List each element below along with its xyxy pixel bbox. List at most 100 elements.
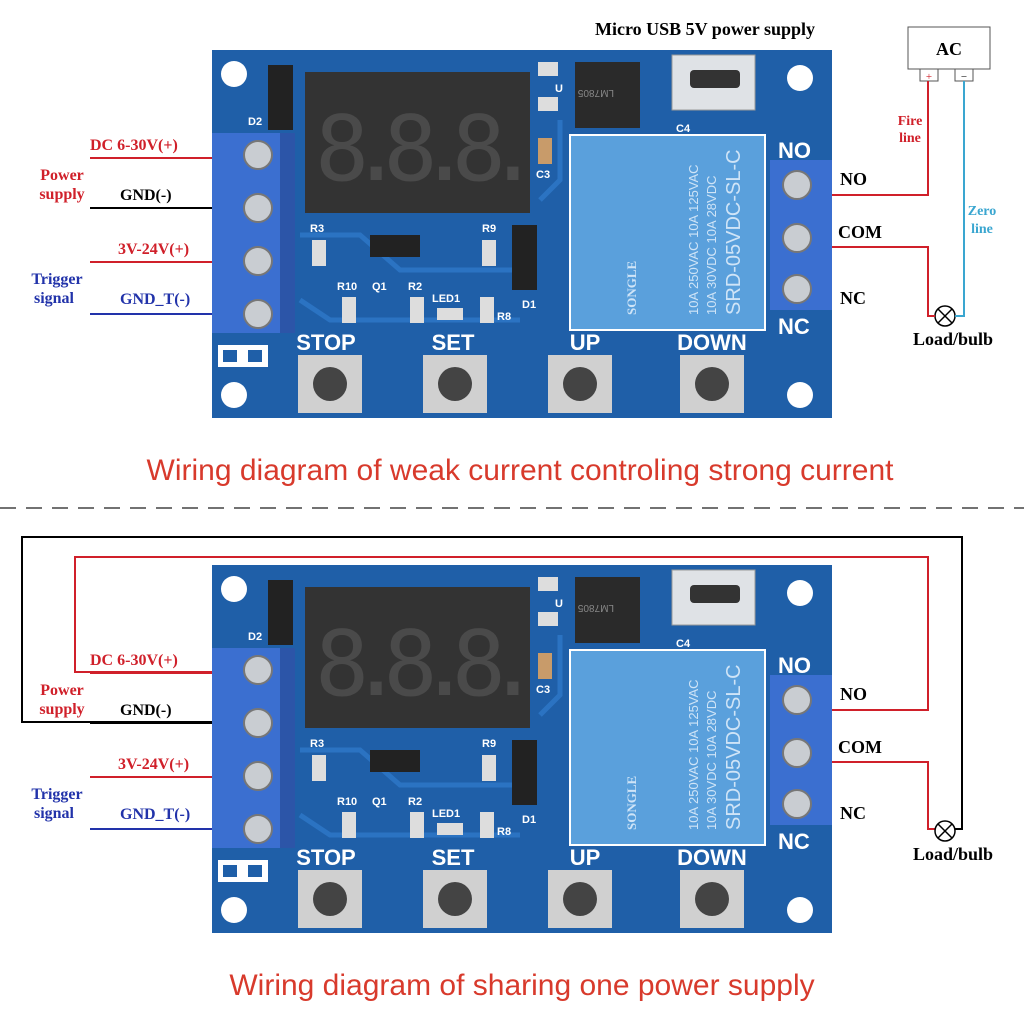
label-u: U [555, 83, 563, 95]
relay [569, 134, 766, 331]
set-button[interactable] [423, 355, 487, 413]
zero-label-1: Zero [968, 204, 997, 219]
nc-label: NC [840, 803, 866, 823]
trigger-signal-label-2: signal [34, 805, 75, 822]
display-digits: 8.8.8. [315, 612, 520, 717]
label-led1: LED1 [432, 293, 460, 305]
label-r8: R8 [497, 311, 511, 323]
trigger-pos-label: 3V-24V(+) [118, 756, 189, 773]
down-button[interactable] [680, 870, 744, 928]
relay-rating-2: 10A 30VDC 10A 28VDC [704, 176, 719, 315]
load-label: Load/bulb [913, 329, 993, 349]
relay-markings: SONGLE 10A 250VAC 10A 125VAC 10A 30VDC 1… [624, 149, 745, 315]
down-button[interactable] [680, 355, 744, 413]
ac-label: AC [936, 39, 962, 59]
ac-wiring-top: Micro USB 5V power supply AC + − Fire li… [595, 19, 997, 317]
relay-rating-1: 10A 250VAC 10A 125VAC [686, 164, 701, 315]
relay-rating-2: 10A 30VDC 10A 28VDC [704, 691, 719, 830]
relay-screws [782, 170, 812, 304]
stop-button[interactable] [298, 870, 362, 928]
seven-segment-display [305, 72, 530, 213]
relay-brand: SONGLE [624, 776, 639, 830]
label-r2: R2 [408, 796, 422, 808]
buttons: STOP SET UP DOWN [296, 845, 747, 928]
label-d2: D2 [248, 631, 262, 643]
set-button[interactable] [423, 870, 487, 928]
label-c3: C3 [536, 684, 550, 696]
label-r3: R3 [310, 223, 324, 235]
silk-nc: NC [778, 314, 810, 339]
com-wire [832, 246, 935, 317]
com-label: COM [838, 222, 882, 242]
relay [569, 649, 766, 846]
diode-d2 [268, 580, 293, 645]
trigger-signal-label-1: Trigger [31, 786, 82, 803]
gnd-label: GND(-) [120, 702, 172, 719]
silk-no: NO [778, 138, 811, 163]
diode-d1 [512, 740, 537, 805]
display-digits: 8.8.8. [315, 97, 520, 202]
nc-label: NC [840, 288, 866, 308]
power-supply-label-2: supply [39, 701, 84, 718]
relay-timer-board-bottom: D2 8.8.8. LM7805 U C4 C3 SONGLE 10A 250V… [212, 565, 832, 933]
com-wire-bottom [832, 761, 935, 830]
mounting-holes [221, 61, 813, 408]
label-r3: R3 [310, 738, 324, 750]
power-supply-label-1: Power [40, 167, 84, 184]
bottom-caption: Wiring diagram of sharing one power supp… [229, 969, 814, 1002]
zero-label-2: line [971, 222, 993, 237]
trigger-signal-label-1: Trigger [31, 271, 82, 288]
set-label: SET [432, 330, 475, 355]
power-supply-label-2: supply [39, 186, 84, 203]
voltage-regulator [575, 62, 640, 128]
fire-line-wire [832, 81, 929, 196]
no-label: NO [840, 169, 867, 189]
silk-nc: NC [778, 829, 810, 854]
fire-label-2: line [899, 131, 921, 146]
relay-model: SRD-05VDC-SL-C [723, 664, 745, 830]
right-labels-top: NO COM NC Load/bulb [838, 169, 993, 349]
label-d2: D2 [248, 116, 262, 128]
up-button[interactable] [548, 870, 612, 928]
input-screws [243, 140, 273, 329]
diode-d1 [512, 225, 537, 290]
load-label: Load/bulb [913, 844, 993, 864]
label-u: U [555, 598, 563, 610]
dc-label: DC 6-30V(+) [90, 652, 178, 669]
stop-button[interactable] [298, 355, 362, 413]
relay-model: SRD-05VDC-SL-C [723, 149, 745, 315]
regulator-label: LM7805 [577, 87, 614, 98]
stop-label: STOP [296, 845, 356, 870]
ac-source-box [907, 26, 991, 70]
relay-brand: SONGLE [624, 261, 639, 315]
label-d1: D1 [522, 299, 536, 311]
label-q1: Q1 [372, 281, 387, 293]
usb-supply-label: Micro USB 5V power supply [595, 19, 815, 39]
no-label: NO [840, 684, 867, 704]
label-c4: C4 [676, 123, 691, 135]
left-wiring-top: DC 6-30V(+) GND(-) 3V-24V(+) GND_T(-) Po… [31, 137, 212, 315]
power-supply-label-1: Power [40, 682, 84, 699]
label-r9: R9 [482, 738, 496, 750]
label-led1: LED1 [432, 808, 460, 820]
regulator-label: LM7805 [577, 602, 614, 613]
top-caption: Wiring diagram of weak current controlin… [147, 454, 895, 487]
label-q1: Q1 [372, 796, 387, 808]
label-r10: R10 [337, 281, 357, 293]
buttons: STOP SET UP DOWN [296, 330, 747, 413]
voltage-regulator [575, 577, 640, 643]
label-r9: R9 [482, 223, 496, 235]
up-label: UP [570, 330, 601, 355]
set-label: SET [432, 845, 475, 870]
gnd-label: GND(-) [120, 187, 172, 204]
shared-ground-wire [21, 536, 963, 830]
stop-label: STOP [296, 330, 356, 355]
optocoupler [370, 750, 420, 772]
relay-markings: SONGLE 10A 250VAC 10A 125VAC 10A 30VDC 1… [624, 664, 745, 830]
optocoupler [370, 235, 420, 257]
ac-minus: − [961, 71, 967, 83]
silk-no: NO [778, 653, 811, 678]
up-button[interactable] [548, 355, 612, 413]
ac-plus: + [926, 71, 932, 83]
